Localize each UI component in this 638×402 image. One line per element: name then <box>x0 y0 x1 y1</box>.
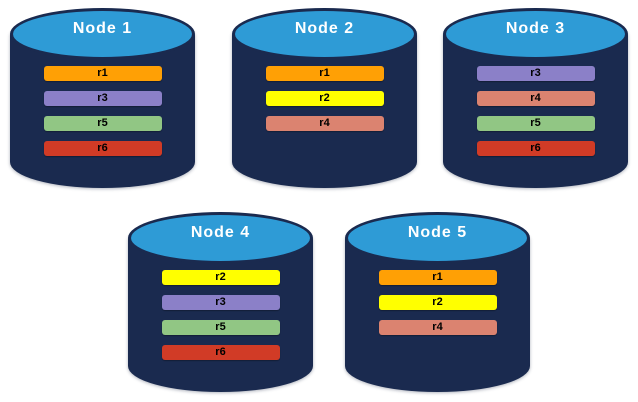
cylinder-top-icon <box>232 8 417 60</box>
replica-bar-r6[interactable]: r6 <box>43 141 162 156</box>
cylinder-top-icon <box>443 8 628 60</box>
replica-bar-r2[interactable]: r2 <box>265 91 384 106</box>
replica-bar-r4[interactable]: r4 <box>378 320 497 335</box>
replica-stack: r2 r3 r5 r6 <box>128 270 313 370</box>
replica-stack: r1 r2 r4 <box>345 270 530 345</box>
replica-bar-r5[interactable]: r5 <box>161 320 280 335</box>
replica-bar-r3[interactable]: r3 <box>476 66 595 81</box>
replica-bar-r4[interactable]: r4 <box>476 91 595 106</box>
replica-bar-r3[interactable]: r3 <box>161 295 280 310</box>
cylinder-top-icon <box>128 212 313 264</box>
replica-bar-r5[interactable]: r5 <box>43 116 162 131</box>
replica-stack: r3 r4 r5 r6 <box>443 66 628 166</box>
replica-bar-r2[interactable]: r2 <box>378 295 497 310</box>
replica-bar-r2[interactable]: r2 <box>161 270 280 285</box>
replica-stack: r1 r3 r5 r6 <box>10 66 195 166</box>
replica-bar-r1[interactable]: r1 <box>378 270 497 285</box>
replica-bar-r5[interactable]: r5 <box>476 116 595 131</box>
cylinder-top-icon <box>345 212 530 264</box>
replica-bar-r6[interactable]: r6 <box>161 345 280 360</box>
replica-bar-r1[interactable]: r1 <box>43 66 162 81</box>
replica-bar-r6[interactable]: r6 <box>476 141 595 156</box>
replica-stack: r1 r2 r4 <box>232 66 417 141</box>
cylinder-top-icon <box>10 8 195 60</box>
replica-bar-r4[interactable]: r4 <box>265 116 384 131</box>
replica-bar-r1[interactable]: r1 <box>265 66 384 81</box>
replica-bar-r3[interactable]: r3 <box>43 91 162 106</box>
